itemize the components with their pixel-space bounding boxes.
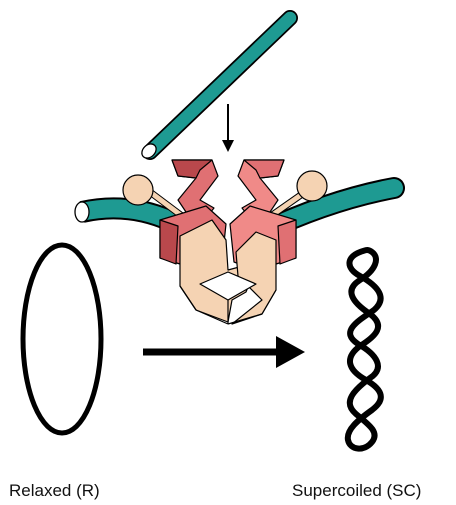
supercoiled-dna-icon — [348, 250, 381, 449]
relaxed-label: Relaxed (R) — [9, 481, 100, 501]
supercoiled-label: Supercoiled (SC) — [292, 481, 421, 501]
top-dna-segment-icon — [139, 18, 290, 161]
gyrase-enzyme-icon — [123, 160, 327, 324]
insertion-arrow-icon — [222, 104, 234, 152]
right-arrow-icon — [143, 336, 305, 368]
relaxed-dna-loop-icon — [23, 245, 101, 433]
